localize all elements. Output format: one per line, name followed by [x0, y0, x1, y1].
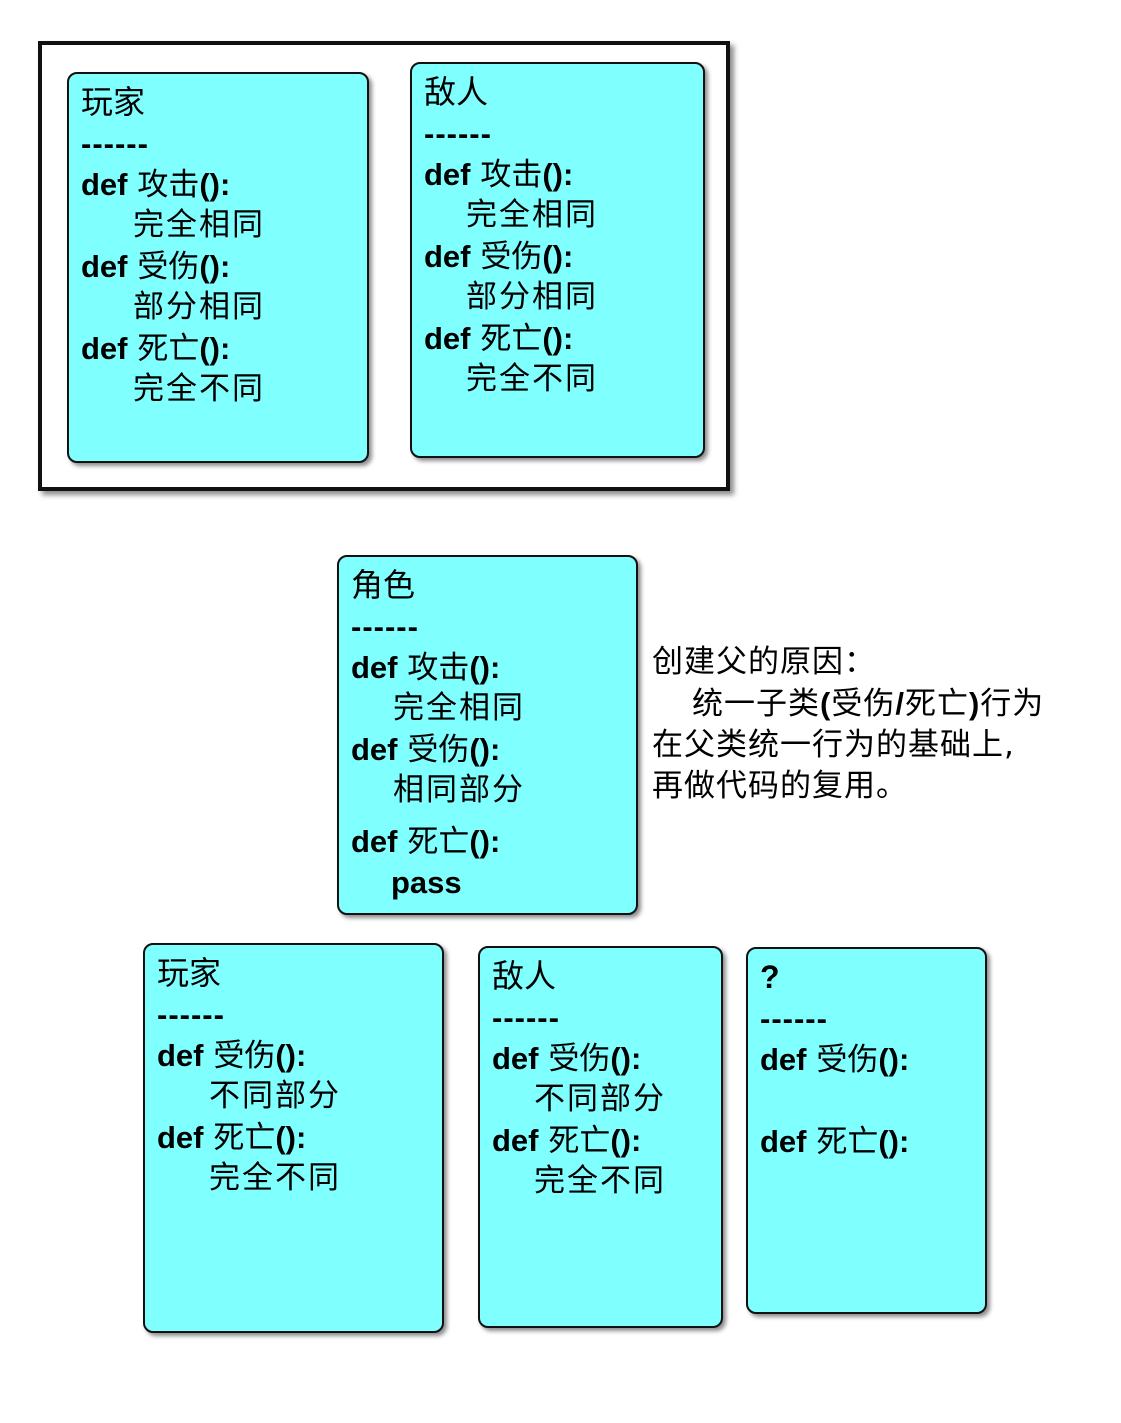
method-body: 完全不同: [209, 1160, 341, 1196]
method-body: 完全相同: [133, 207, 265, 243]
separator: ------: [157, 997, 225, 1032]
separator: ------: [760, 1001, 828, 1036]
method-name: 受伤: [407, 732, 470, 768]
method-name: 受伤: [213, 1038, 276, 1074]
method-body: 相同部分: [393, 772, 525, 808]
method-signature: def 攻击():: [424, 157, 574, 193]
method-name: 死亡: [407, 824, 470, 860]
method-signature: def 死亡():: [351, 824, 501, 860]
method-signature: def 攻击():: [81, 167, 231, 203]
method-body: 部分相同: [466, 279, 598, 315]
method-name: 死亡: [548, 1123, 611, 1159]
method-body: 完全不同: [133, 371, 265, 407]
unknown-subclass-box: ? ------ def 受伤(): def 死亡():: [746, 947, 987, 1314]
method-name: 受伤: [548, 1041, 611, 1077]
method-name: 受伤: [480, 239, 543, 275]
enemy-class-box: 敌人 ------ def 攻击(): 完全相同 def 受伤(): 部分相同 …: [410, 62, 705, 458]
note-heading: 创建父的原因：: [652, 644, 876, 680]
class-title: ?: [760, 959, 780, 995]
method-name: 死亡: [816, 1124, 879, 1160]
method-name: 死亡: [213, 1120, 276, 1156]
method-body: 完全相同: [466, 197, 598, 233]
player-class-box: 玩家 ------ def 攻击(): 完全相同 def 受伤(): 部分相同 …: [67, 72, 369, 463]
note-line: 在父类统一行为的基础上,: [652, 727, 1015, 763]
enemy-subclass-box: 敌人 ------ def 受伤(): 不同部分 def 死亡(): 完全不同: [478, 946, 723, 1328]
class-title: 玩家: [157, 954, 222, 992]
method-body: 完全不同: [466, 361, 598, 397]
method-name: 受伤: [816, 1042, 879, 1078]
method-name: 攻击: [137, 167, 200, 203]
method-body: 完全相同: [393, 690, 525, 726]
method-name: 攻击: [407, 650, 470, 686]
method-name: 受伤: [137, 249, 200, 285]
class-title: 角色: [351, 566, 416, 604]
method-body: 不同部分: [209, 1078, 341, 1114]
method-signature: def 死亡():: [760, 1124, 910, 1160]
method-body: 部分相同: [133, 289, 265, 325]
class-title: 玩家: [81, 83, 146, 121]
class-title: 敌人: [492, 957, 557, 995]
method-name: 死亡: [480, 321, 543, 357]
method-signature: def 受伤():: [81, 249, 231, 285]
method-name: 死亡: [137, 331, 200, 367]
separator: ------: [81, 126, 149, 161]
note-line: 再做代码的复用。: [652, 768, 908, 804]
class-title: 敌人: [424, 73, 489, 111]
method-body: [760, 1080, 973, 1121]
separator: ------: [492, 1000, 560, 1035]
method-signature: def 死亡():: [81, 331, 231, 367]
method-signature: def 受伤():: [760, 1042, 910, 1078]
note-line: 统一子类(受伤/死亡)行为: [692, 686, 1045, 722]
method-body: pass: [391, 865, 462, 900]
method-signature: def 死亡():: [492, 1123, 642, 1159]
player-subclass-box: 玩家 ------ def 受伤(): 不同部分 def 死亡(): 完全不同: [143, 943, 444, 1333]
separator: ------: [424, 116, 492, 151]
method-body: 不同部分: [534, 1081, 666, 1117]
method-body: 完全不同: [534, 1163, 666, 1199]
method-signature: def 受伤():: [424, 239, 574, 275]
method-signature: def 攻击():: [351, 650, 501, 686]
method-name: 攻击: [480, 157, 543, 193]
parent-class-box: 角色 ------ def 攻击(): 完全相同 def 受伤(): 相同部分 …: [337, 555, 638, 915]
separator: ------: [351, 609, 419, 644]
method-signature: def 受伤():: [157, 1038, 307, 1074]
method-body: [760, 1162, 973, 1203]
reason-note: 创建父的原因： 统一子类(受伤/死亡)行为 在父类统一行为的基础上, 再做代码的…: [652, 642, 1044, 807]
method-signature: def 死亡():: [424, 321, 574, 357]
method-signature: def 死亡():: [157, 1120, 307, 1156]
method-signature: def 受伤():: [351, 732, 501, 768]
method-signature: def 受伤():: [492, 1041, 642, 1077]
